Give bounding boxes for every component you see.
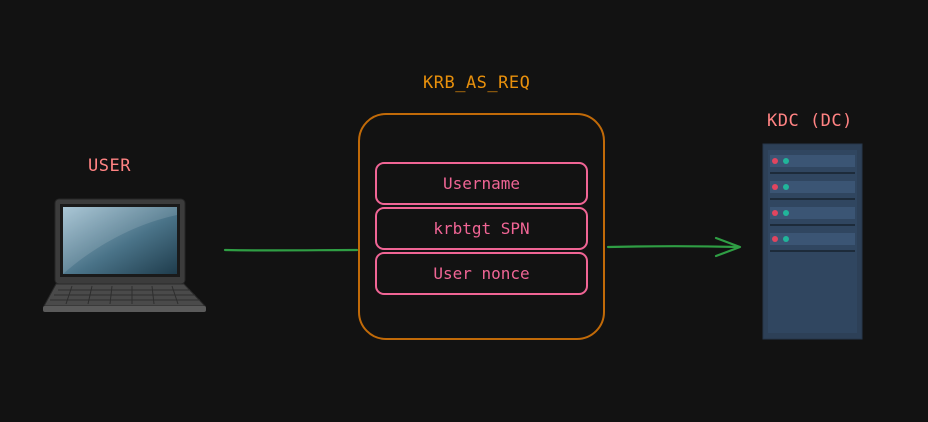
request-field-username: Username bbox=[375, 162, 588, 205]
request-message-box bbox=[358, 113, 605, 340]
request-field-user-nonce: User nonce bbox=[375, 252, 588, 295]
request-label: KRB_AS_REQ bbox=[423, 73, 531, 93]
server-rack-units bbox=[770, 155, 855, 252]
kdc-label: KDC (DC) bbox=[767, 111, 853, 131]
request-field-krbtgt-spn: krbtgt SPN bbox=[375, 207, 588, 250]
request-to-kdc-arrow bbox=[606, 245, 741, 249]
arrowhead bbox=[714, 236, 742, 258]
user-label: USER bbox=[88, 156, 131, 176]
